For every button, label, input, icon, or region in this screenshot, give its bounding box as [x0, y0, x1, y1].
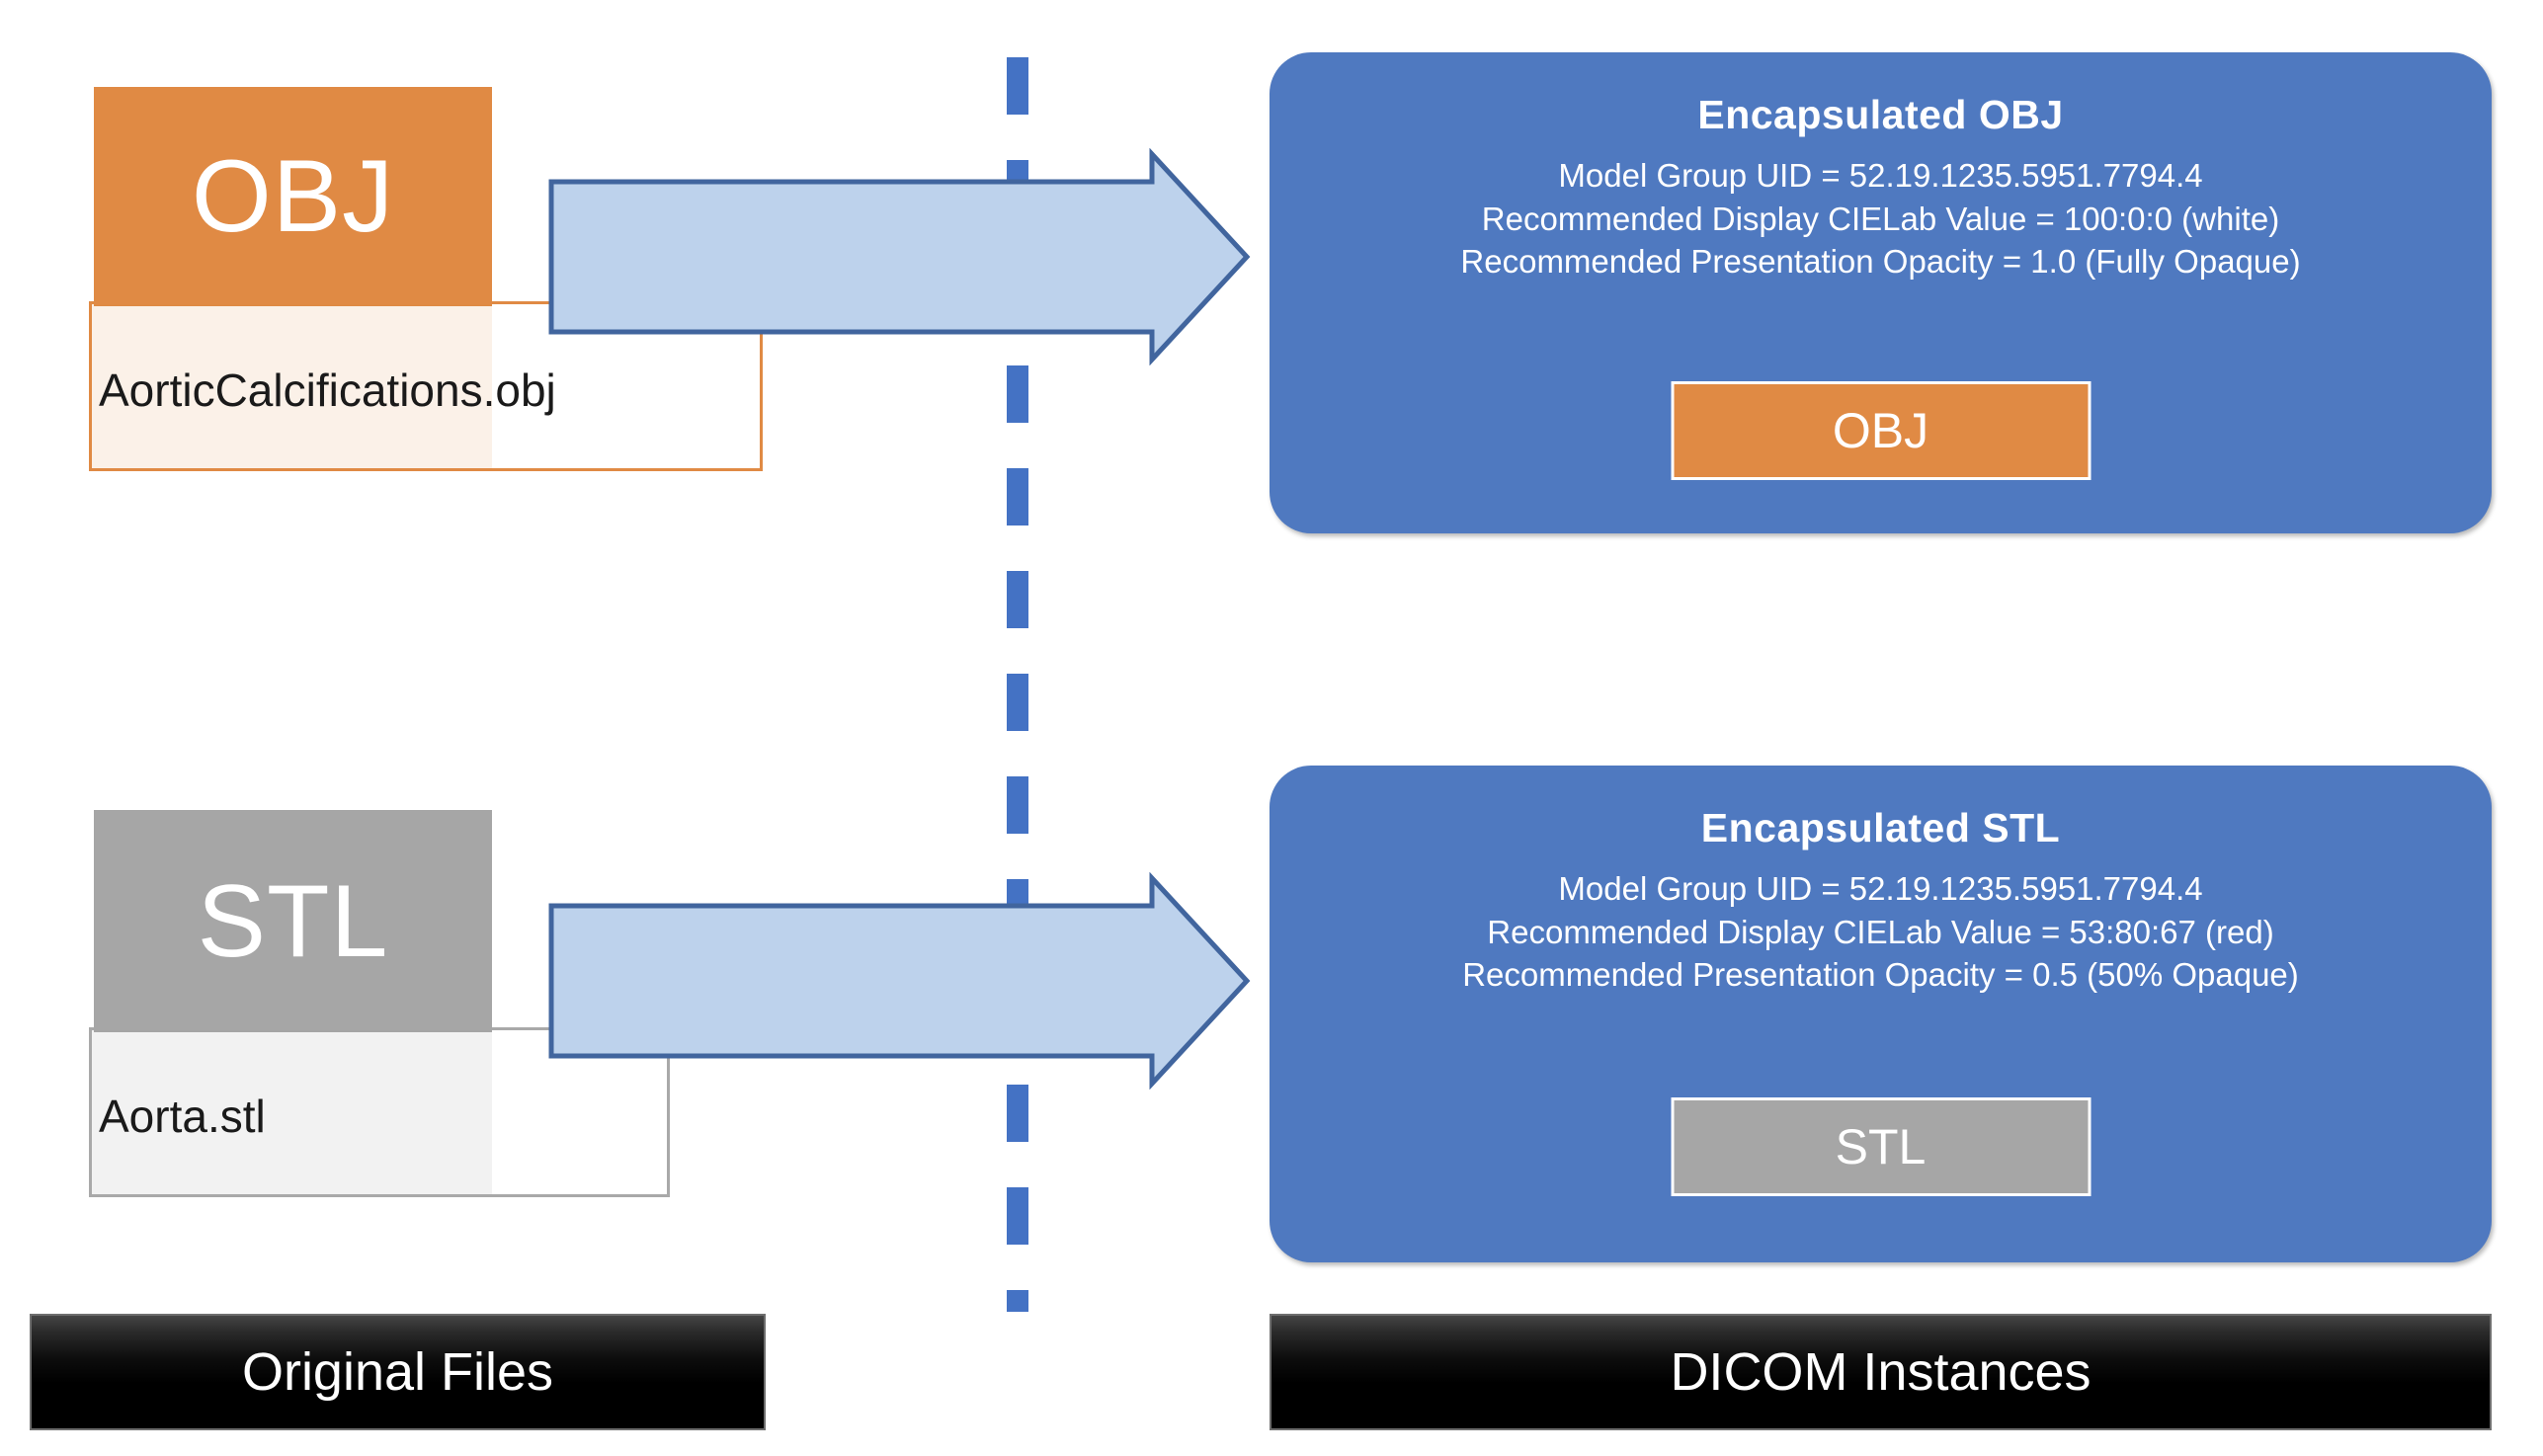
encapsulated-obj-line-1: Model Group UID = 52.19.1235.5951.7794.4: [1558, 157, 2203, 195]
obj-format-label: OBJ: [191, 139, 395, 254]
encapsulated-stl-line-1: Model Group UID = 52.19.1235.5951.7794.4: [1558, 870, 2203, 908]
obj-conversion-arrow: [548, 148, 1251, 365]
dicom-instances-caption-bar: DICOM Instances: [1270, 1314, 2492, 1430]
original-files-caption-bar: Original Files: [30, 1314, 766, 1430]
encapsulated-obj-panel: Encapsulated OBJ Model Group UID = 52.19…: [1270, 52, 2492, 533]
encapsulated-stl-title: Encapsulated STL: [1700, 805, 2061, 850]
encapsulated-obj-line-3: Recommended Presentation Opacity = 1.0 (…: [1460, 243, 2301, 281]
obj-filename-label: AorticCalcifications.obj: [99, 364, 556, 416]
encapsulated-obj-line-2: Recommended Display CIELab Value = 100:0…: [1481, 200, 2280, 237]
encapsulated-stl-badge: STL: [1671, 1097, 2091, 1196]
encapsulated-stl-line-3: Recommended Presentation Opacity = 0.5 (…: [1462, 956, 2299, 994]
encapsulated-stl-line-2: Recommended Display CIELab Value = 53:80…: [1487, 913, 2274, 950]
stl-conversion-arrow: [548, 872, 1251, 1090]
encapsulated-stl-panel: Encapsulated STL Model Group UID = 52.19…: [1270, 766, 2492, 1262]
stl-filename-box: [89, 1027, 670, 1197]
stl-format-square: STL: [94, 810, 492, 1032]
original-files-caption-label: Original Files: [241, 1342, 554, 1402]
stl-format-label: STL: [197, 863, 389, 979]
encapsulated-obj-title: Encapsulated OBJ: [1697, 92, 2064, 137]
encapsulated-stl-badge-label: STL: [1835, 1119, 1927, 1174]
encapsulated-obj-badge-label: OBJ: [1832, 403, 1929, 458]
encapsulated-obj-badge: OBJ: [1671, 381, 2091, 480]
stl-filename-label: Aorta.stl: [99, 1091, 266, 1142]
dicom-instances-caption-label: DICOM Instances: [1670, 1342, 2092, 1402]
obj-format-square: OBJ: [94, 87, 492, 306]
